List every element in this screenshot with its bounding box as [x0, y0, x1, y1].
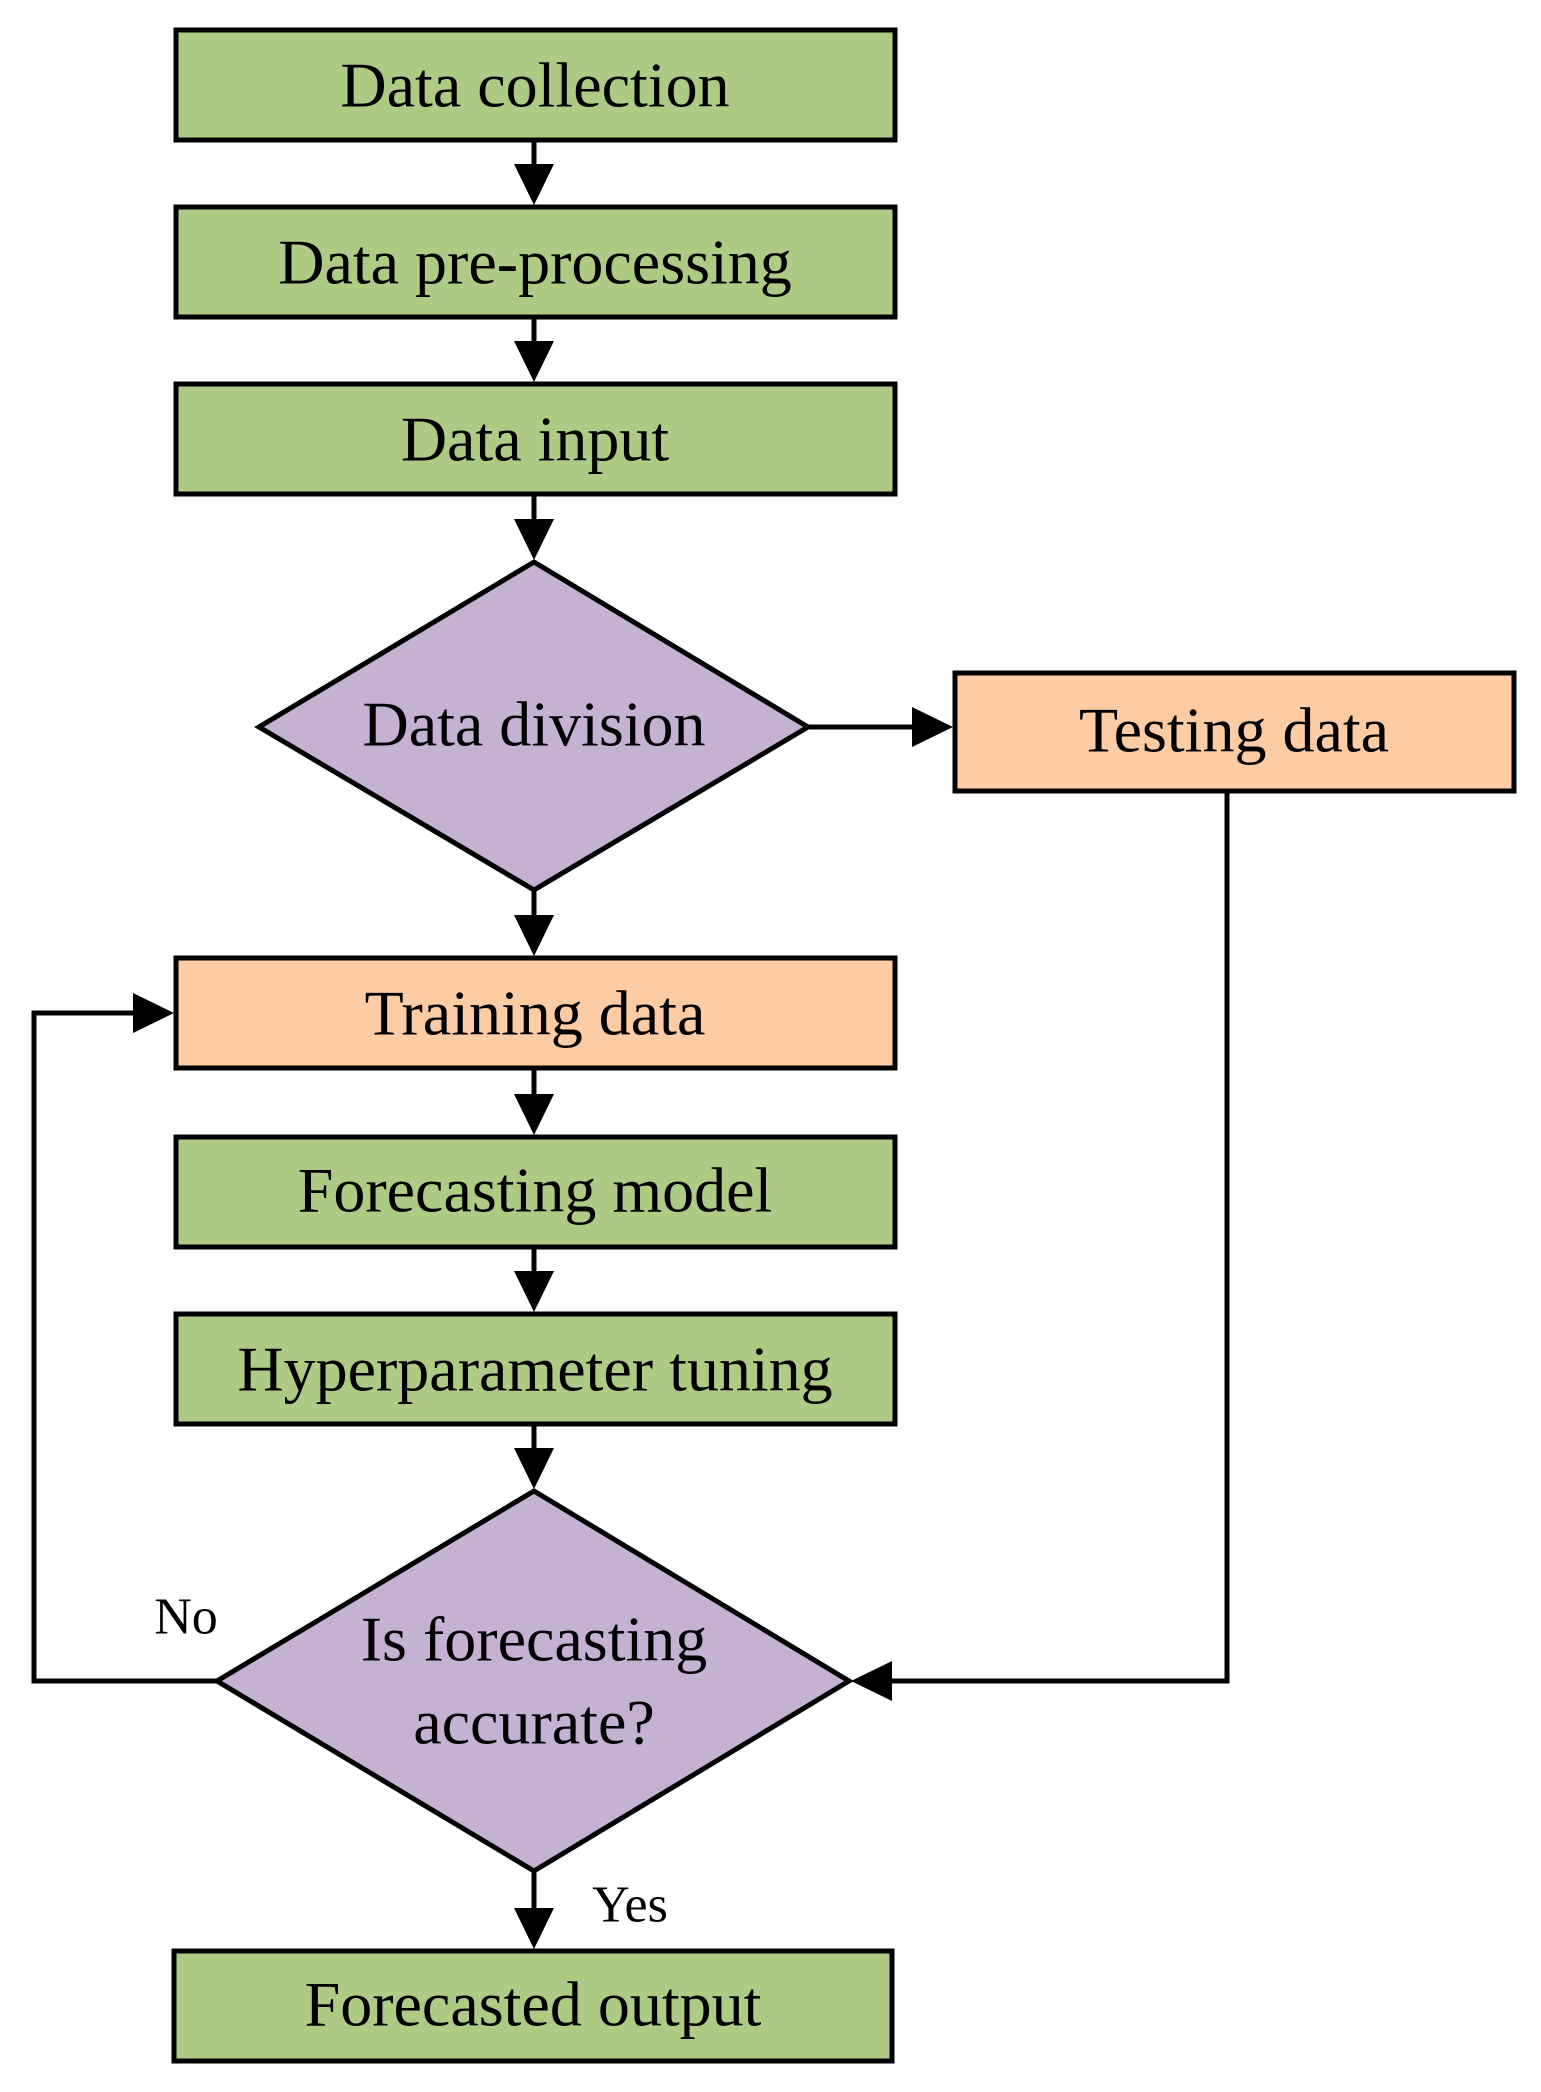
forecasting-model-box [173, 1134, 898, 1250]
edge-label-yes: Yes [592, 1877, 668, 1934]
accuracy-check-diamond [212, 1488, 854, 1874]
connectors [31, 140, 1230, 1949]
data-collection-label: Data collection [340, 50, 729, 121]
testing-data-label: Testing data [1079, 695, 1389, 766]
arrowhead-down-icon [514, 1448, 554, 1489]
edge-label-no: No [154, 1589, 218, 1646]
forecasted-output-label: Forecasted output [305, 1969, 762, 2040]
arrowhead-down-icon [514, 915, 554, 956]
accuracy-check-label-line2: accurate? [413, 1687, 655, 1758]
data-preprocessing-label: Data pre-processing [278, 227, 792, 298]
arrowhead-down-icon [514, 164, 554, 205]
hyperparameter-tuning-box [173, 1311, 898, 1427]
data-division-label: Data division [362, 689, 705, 760]
arrowhead-right-icon [912, 707, 953, 747]
arrowhead-down-icon [514, 341, 554, 382]
data-preprocessing-box [173, 204, 898, 320]
arrowhead-down-icon [514, 1094, 554, 1135]
arrowhead-down-icon [514, 1271, 554, 1312]
hyperparameter-tuning-label: Hyperparameter tuning [237, 1334, 832, 1405]
training-data-label: Training data [365, 978, 706, 1049]
testing-data-box [952, 670, 1517, 794]
connector-testing-to-accuracy [884, 791, 1230, 1684]
forecasting-model-label: Forecasting model [298, 1155, 773, 1226]
arrowhead-down-icon [514, 519, 554, 560]
training-data-box [173, 955, 898, 1071]
arrowhead-left-icon [851, 1661, 892, 1701]
data-input-label: Data input [401, 404, 670, 475]
forecasted-output-box [171, 1948, 895, 2064]
accuracy-check-label-line1: Is forecasting [361, 1604, 708, 1675]
connector-no-loop-to-training [31, 1010, 217, 1684]
data-collection-box [173, 27, 898, 143]
arrowhead-down-icon [514, 1908, 554, 1949]
arrowhead-right-icon [133, 993, 174, 1033]
